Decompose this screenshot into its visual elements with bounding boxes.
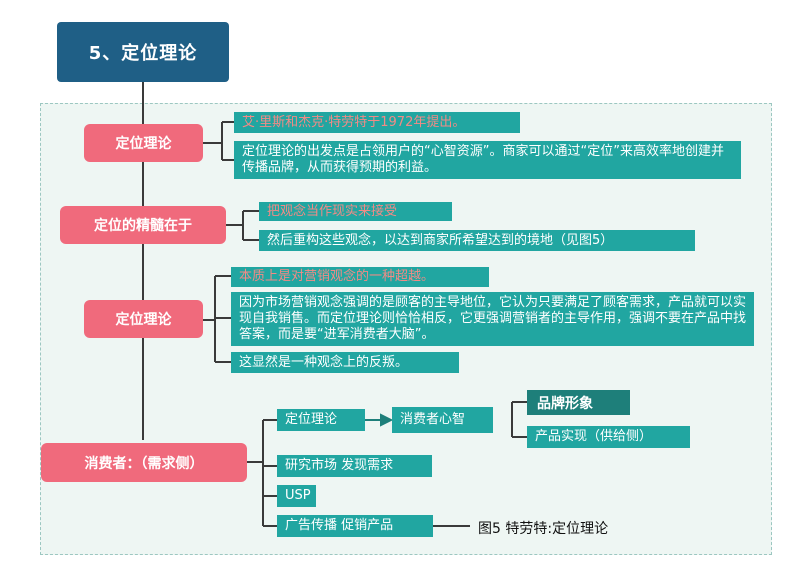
brand-image-node: 品牌形象 [527,390,630,415]
section-label-essence: 定位的精髓在于 [60,206,226,244]
section-item: 本质上是对营销观念的一种超越。 [231,267,489,287]
consumer-item-advertising: 广告传播 促销产品 [277,515,433,537]
section-item: 这显然是一种观念上的反叛。 [231,352,459,373]
consumer-mind-node: 消费者心智 [392,407,493,433]
section-label-positioning: 定位理论 [84,124,203,162]
product-realize-node: 产品实现（供给侧） [527,426,690,448]
consumer-item-positioning: 定位理论 [277,409,365,431]
page-title: 5、定位理论 [57,22,229,82]
section-label-consumer: 消费者：（需求侧） [41,443,247,482]
consumer-item-research: 研究市场 发现需求 [277,455,432,477]
section-item: 把观念当作现实来接受 [259,202,452,221]
section-item: 然后重构这些观念，以达到商家所希望达到的境地（见图5） [259,230,695,251]
consumer-item-usp: USP [277,485,316,507]
section-item: 定位理论的出发点是占领用户的“心智资源”。商家可以通过“定位”来高效率地创建并传… [234,141,741,179]
section-item: 艾·里斯和杰克·特劳特于1972年提出。 [234,112,520,133]
section-item: 因为市场营销观念强调的是顾客的主导地位，它认为只要满足了顾客需求，产品就可以实现… [231,292,754,346]
figure-caption: 图5 特劳特:定位理论 [478,521,609,537]
section-label-positioning-2: 定位理论 [84,300,203,338]
